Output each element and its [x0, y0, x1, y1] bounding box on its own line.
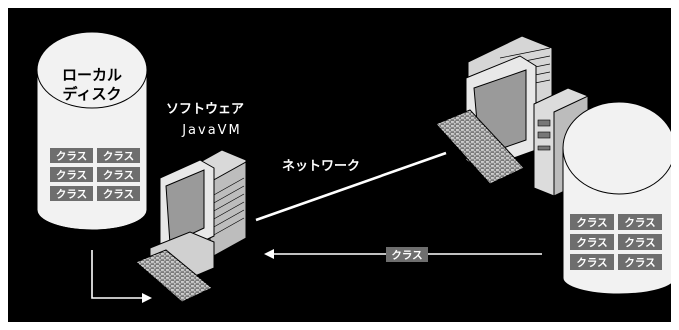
local-disk-label-line1: ローカル — [62, 66, 122, 84]
remote-class-badge: クラス — [618, 254, 662, 270]
local-disk-label-line2: ディスク — [63, 85, 122, 103]
software-subtitle: JavaVM — [181, 123, 242, 138]
transfer-class-badge: クラス — [386, 247, 428, 262]
local-class-badge: クラス — [97, 186, 140, 201]
local-class-badge: クラス — [50, 186, 93, 201]
svg-text:クラス: クラス — [576, 217, 607, 229]
remote-class-badge: クラス — [618, 234, 662, 250]
svg-text:クラス: クラス — [576, 237, 607, 249]
local-class-badge: クラス — [50, 167, 93, 182]
network-connection-line — [255, 151, 447, 222]
svg-text:クラス: クラス — [103, 189, 134, 201]
keyboard-icon — [135, 249, 213, 303]
svg-text:クラス: クラス — [576, 257, 607, 269]
svg-text:クラス: クラス — [56, 189, 87, 201]
network-label: ネットワーク — [282, 159, 360, 174]
local-class-badge: クラス — [97, 148, 140, 163]
workstation-icon — [149, 149, 247, 285]
remote-class-badge: クラス — [570, 214, 614, 230]
svg-text:クラス: クラス — [56, 170, 87, 182]
software-title: ソフトウェア — [166, 102, 244, 117]
local-disk-bottom-edge — [36, 209, 148, 231]
svg-text:クラス: クラス — [624, 257, 655, 269]
svg-text:クラス: クラス — [391, 250, 422, 262]
remote-class-badge: クラス — [618, 214, 662, 230]
remote-disk-top — [562, 101, 676, 195]
local-disk-top — [36, 31, 148, 109]
svg-text:クラス: クラス — [624, 237, 655, 249]
local-load-arrow — [91, 250, 152, 303]
svg-text:クラス: クラス — [56, 151, 87, 163]
keyboard-icon — [435, 109, 525, 185]
remote-class-badge: クラス — [570, 254, 614, 270]
local-class-badge: クラス — [50, 148, 93, 163]
svg-text:クラス: クラス — [103, 170, 134, 182]
local-disk: ローカル ディスク クラス クラス クラス クラス クラス クラス — [36, 31, 148, 231]
local-class-badge: クラス — [97, 167, 140, 182]
remote-class-badge: クラス — [570, 234, 614, 250]
svg-text:クラス: クラス — [624, 217, 655, 229]
svg-text:クラス: クラス — [103, 151, 134, 163]
remote-disk: クラス クラス クラス クラス クラス クラス — [562, 100, 679, 322]
